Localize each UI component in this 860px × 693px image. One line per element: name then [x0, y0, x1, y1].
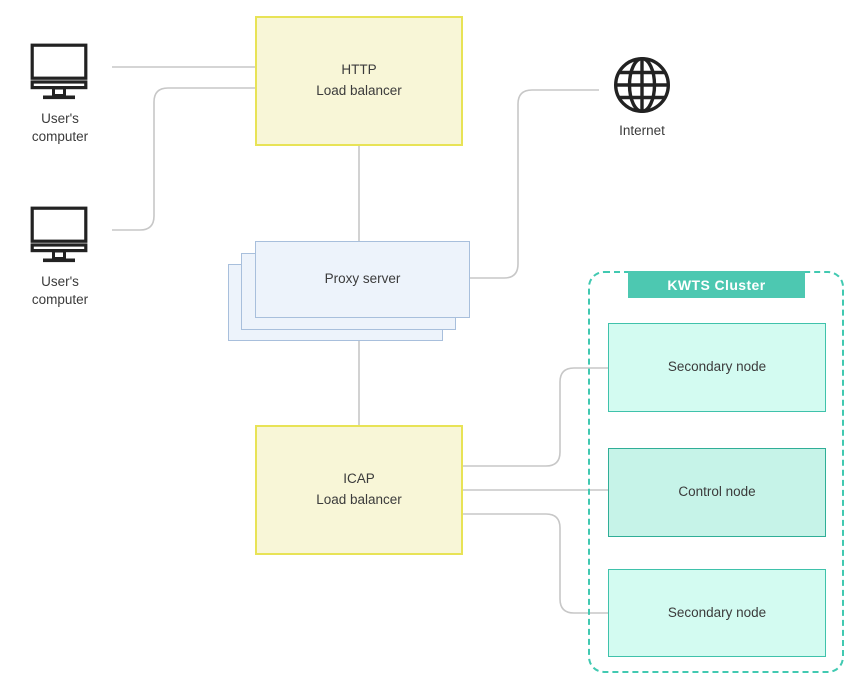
- monitor-icon: [30, 43, 88, 100]
- monitor-icon: [30, 206, 88, 263]
- user-computer-bottom-label: User's computer: [31, 274, 89, 307]
- secondary-node-top-box: Secondary node: [608, 323, 826, 412]
- secondary-node-bottom-box: Secondary node: [608, 569, 826, 657]
- connector-icap-to-secondary-top: [463, 367, 608, 467]
- proxy-server-box: Proxy server: [255, 241, 470, 318]
- connector-proxy-to-internet: [470, 89, 599, 279]
- connector-user2-to-http-lb: [112, 87, 255, 231]
- icap-load-balancer-box: ICAP Load balancer: [255, 425, 463, 555]
- globe-icon: [614, 57, 670, 113]
- user-computer-top-label: User's computer: [31, 111, 89, 144]
- connector-icap-to-secondary-bottom: [463, 513, 608, 614]
- control-node-box: Control node: [608, 448, 826, 537]
- internet-label: Internet: [619, 123, 665, 138]
- http-load-balancer-box: HTTP Load balancer: [255, 16, 463, 146]
- kwts-cluster-title-badge: KWTS Cluster: [628, 271, 805, 298]
